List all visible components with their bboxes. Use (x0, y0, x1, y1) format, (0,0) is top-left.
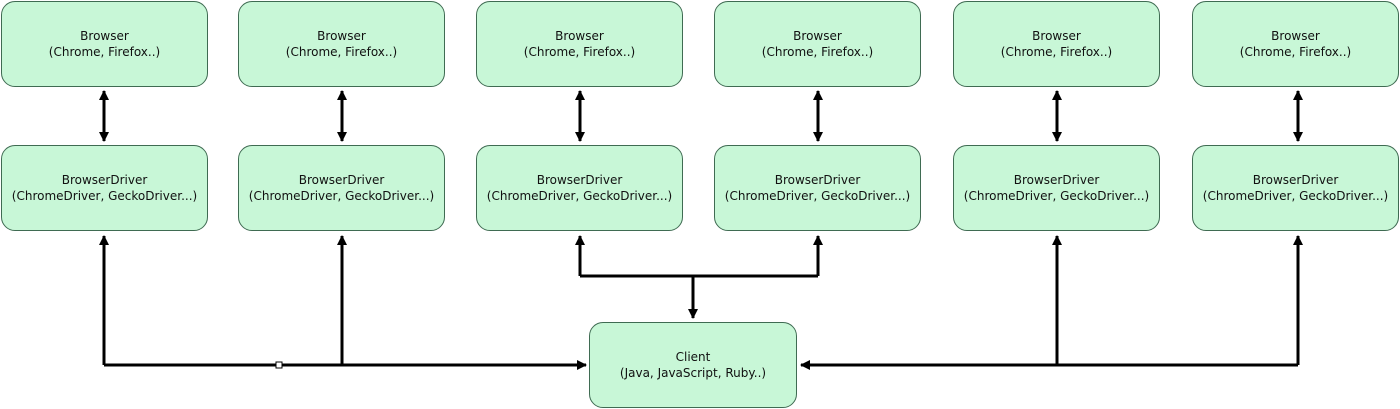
browser-examples: (Chrome, Firefox..) (285, 45, 398, 59)
browser-examples: (Chrome, Firefox..) (1000, 45, 1113, 59)
client-box[interactable]: Client (Java, JavaScript, Ruby..) (589, 322, 797, 408)
client-title: Client (675, 350, 711, 364)
browser-box-4[interactable]: Browser (Chrome, Firefox..) (714, 1, 921, 87)
browser-box-1[interactable]: Browser (Chrome, Firefox..) (1, 1, 208, 87)
driver-examples: (ChromeDriver, GeckoDriver...) (724, 189, 911, 203)
browser-examples: (Chrome, Firefox..) (48, 45, 161, 59)
browser-title: Browser (80, 29, 129, 43)
driver-box-5[interactable]: BrowserDriver (ChromeDriver, GeckoDriver… (953, 145, 1160, 231)
client-languages: (Java, JavaScript, Ruby..) (619, 366, 767, 380)
driver-title: BrowserDriver (61, 173, 148, 187)
browser-box-6[interactable]: Browser (Chrome, Firefox..) (1192, 1, 1399, 87)
browser-box-2[interactable]: Browser (Chrome, Firefox..) (238, 1, 445, 87)
driver-title: BrowserDriver (1252, 173, 1339, 187)
driver-examples: (ChromeDriver, GeckoDriver...) (248, 189, 435, 203)
driver-box-6[interactable]: BrowserDriver (ChromeDriver, GeckoDriver… (1192, 145, 1399, 231)
driver-box-2[interactable]: BrowserDriver (ChromeDriver, GeckoDriver… (238, 145, 445, 231)
driver-title: BrowserDriver (536, 173, 623, 187)
browser-title: Browser (793, 29, 842, 43)
driver-box-1[interactable]: BrowserDriver (ChromeDriver, GeckoDriver… (1, 145, 208, 231)
driver-examples: (ChromeDriver, GeckoDriver...) (11, 189, 198, 203)
browser-title: Browser (317, 29, 366, 43)
browser-title: Browser (1271, 29, 1320, 43)
driver-box-4[interactable]: BrowserDriver (ChromeDriver, GeckoDriver… (714, 145, 921, 231)
browser-box-3[interactable]: Browser (Chrome, Firefox..) (476, 1, 683, 87)
driver-title: BrowserDriver (298, 173, 385, 187)
driver-examples: (ChromeDriver, GeckoDriver...) (486, 189, 673, 203)
driver-title: BrowserDriver (1013, 173, 1100, 187)
browser-title: Browser (1032, 29, 1081, 43)
driver-examples: (ChromeDriver, GeckoDriver...) (963, 189, 1150, 203)
browser-title: Browser (555, 29, 604, 43)
driver-title: BrowserDriver (774, 173, 861, 187)
browser-examples: (Chrome, Firefox..) (761, 45, 874, 59)
connector-handle[interactable] (275, 361, 283, 369)
browser-examples: (Chrome, Firefox..) (1239, 45, 1352, 59)
driver-box-3[interactable]: BrowserDriver (ChromeDriver, GeckoDriver… (476, 145, 683, 231)
browser-examples: (Chrome, Firefox..) (523, 45, 636, 59)
browser-box-5[interactable]: Browser (Chrome, Firefox..) (953, 1, 1160, 87)
driver-examples: (ChromeDriver, GeckoDriver...) (1202, 189, 1389, 203)
